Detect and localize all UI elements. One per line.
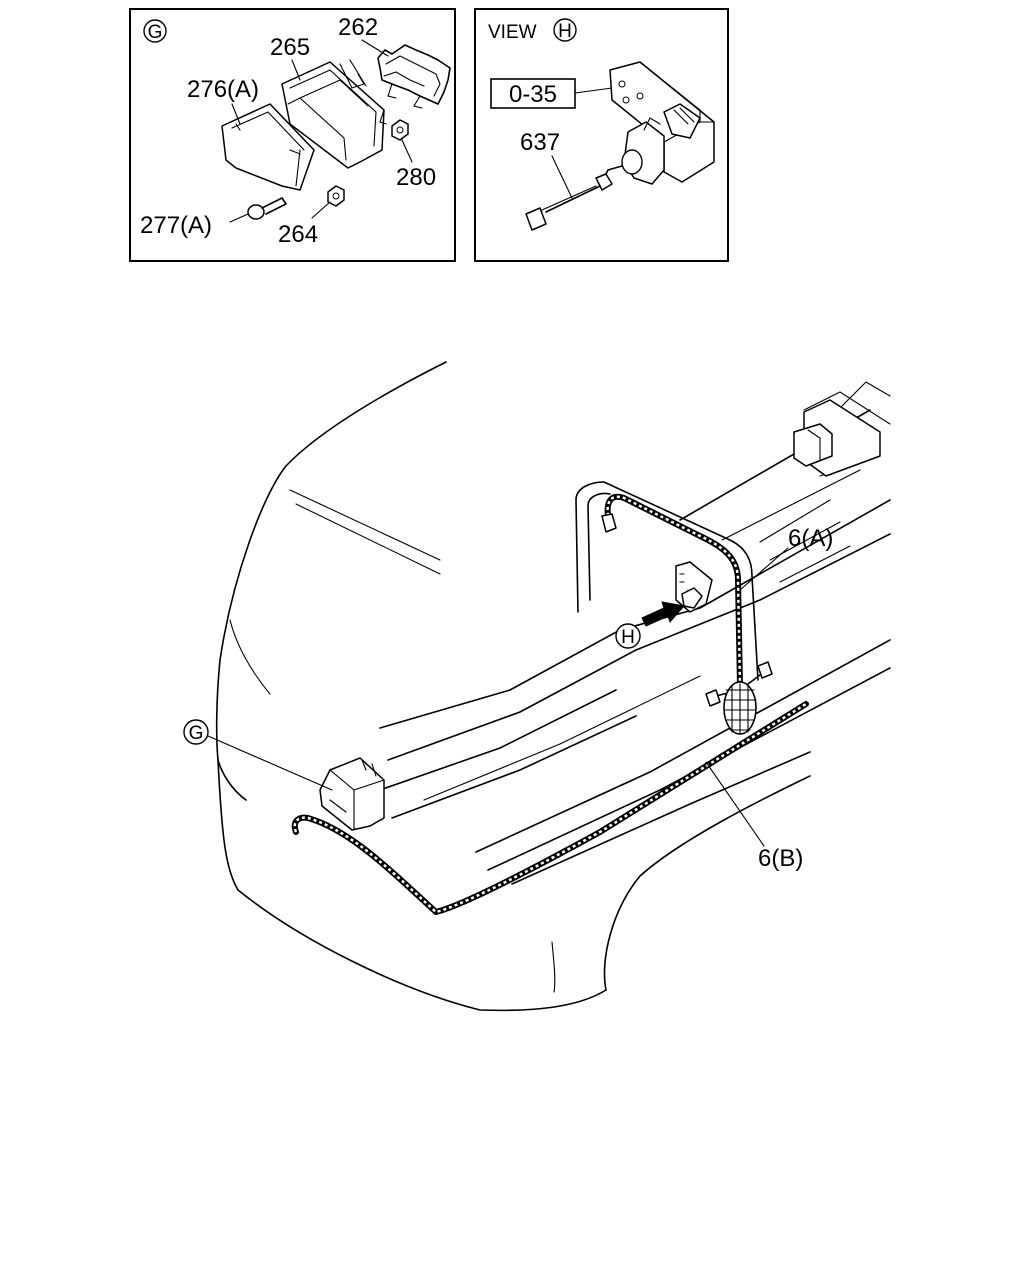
main-marker-g-circle [183, 719, 209, 745]
rear-box-top [803, 391, 891, 425]
branch-connector-left [705, 689, 721, 707]
harness-6b [291, 701, 809, 915]
sensor-bracket-drawing [603, 61, 715, 185]
label-262: 262 [338, 14, 378, 41]
harness-6a-end-connector [601, 513, 617, 533]
front-lower-edge [217, 759, 247, 801]
nut-280-drawing [391, 119, 409, 141]
rear-frame-end [839, 381, 891, 409]
wheel-arch [603, 775, 811, 991]
label-6b-leader [705, 761, 765, 847]
ecu-g-drawing [319, 757, 385, 831]
cab-outline [215, 361, 607, 1012]
inset-h-view-text: VIEW [488, 22, 537, 43]
inset-h-marker: H [558, 21, 572, 42]
housing-265-drawing [281, 59, 387, 169]
frame-side-3 [511, 751, 811, 885]
inset-g-leaders [229, 39, 413, 223]
label-277a: 277(A) [140, 212, 212, 239]
label-264: 264 [278, 221, 318, 248]
hood-line-2 [295, 503, 441, 575]
frame-rail-upper-2 [387, 533, 891, 761]
frame-top-line [721, 469, 861, 541]
label-265: 265 [270, 34, 310, 61]
ref-box-0-35: 0-35 [509, 81, 557, 108]
cover-276a-drawing [221, 103, 315, 191]
connector-637-drawing [525, 155, 613, 231]
frame-side-2 [487, 667, 891, 871]
crossmember-1 [759, 499, 831, 543]
cab-back-frame [575, 481, 759, 681]
inset-h-marker-circle [553, 18, 577, 42]
inset-g-panel: G [129, 8, 456, 262]
frame-rail-lower-2 [391, 715, 637, 819]
label-6b: 6(B) [758, 845, 803, 872]
label-6a-leader [739, 547, 789, 591]
door-edge [551, 941, 556, 993]
main-marker-g-leader [207, 735, 333, 791]
inset-h-panel: VIEW H 0-35 637 [474, 8, 729, 262]
harness-6a [604, 493, 743, 689]
ref-box-frame [490, 78, 576, 109]
view-h-arrow [641, 601, 685, 627]
sensor-unit-drawing [675, 561, 713, 613]
branch-connector-right [757, 661, 773, 679]
crossmember-3 [779, 545, 851, 583]
main-marker-h-circle [615, 623, 641, 649]
inset-g-marker: G [148, 22, 163, 43]
label-276a: 276(A) [187, 76, 259, 103]
frame-rail-lower-1 [379, 689, 617, 791]
hood-line-1 [289, 489, 441, 561]
frame-rail-mid [423, 675, 701, 801]
bracket-262-drawing [377, 44, 451, 109]
ref-box-leader [574, 87, 613, 94]
rear-module-drawing [793, 399, 881, 477]
front-crease [229, 619, 271, 695]
label-6a: 6(A) [788, 525, 833, 552]
main-marker-g: G [189, 723, 204, 744]
bolt-277a-drawing [247, 197, 287, 220]
connector-cluster-drawing [723, 681, 757, 735]
label-637: 637 [520, 129, 560, 156]
frame-side-1 [475, 639, 891, 853]
label-280: 280 [396, 164, 436, 191]
cab-back-inner [587, 492, 611, 601]
inset-g-marker-circle [143, 19, 167, 43]
nut-264-drawing [327, 185, 345, 207]
vehicle-main-view: G H 6(A) 6(B) [183, 361, 891, 1012]
main-marker-h: H [621, 627, 635, 648]
